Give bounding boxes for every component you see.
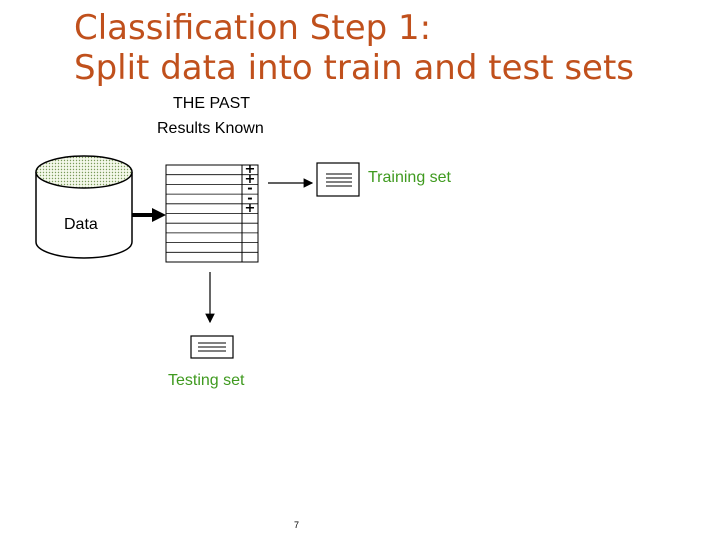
- table-row-label: +: [245, 162, 256, 177]
- data-label: Data: [64, 216, 98, 233]
- testing-set-icon: [190, 335, 234, 359]
- table-row-label: +: [245, 172, 256, 187]
- table-row-label: -: [247, 191, 252, 206]
- database-icon: [35, 155, 133, 259]
- table-row-label: +: [245, 201, 256, 216]
- table-row-label: -: [247, 182, 252, 197]
- slide-title: Classification Step 1: Split data into t…: [74, 8, 634, 88]
- past-label-line-2: Results Known: [157, 120, 264, 137]
- data-table: ++--+: [165, 162, 259, 263]
- data-to-table-arrow: [132, 208, 166, 222]
- slide-title-line-1: Classification Step 1:: [74, 8, 432, 48]
- testing-set-label: Testing set: [168, 372, 245, 389]
- page-number: 7: [294, 520, 300, 530]
- slide-title-line-2: Split data into train and test sets: [74, 48, 635, 88]
- training-set-label: Training set: [368, 169, 451, 186]
- past-label-line-1: THE PAST: [173, 95, 251, 112]
- training-set-icon: [316, 162, 360, 197]
